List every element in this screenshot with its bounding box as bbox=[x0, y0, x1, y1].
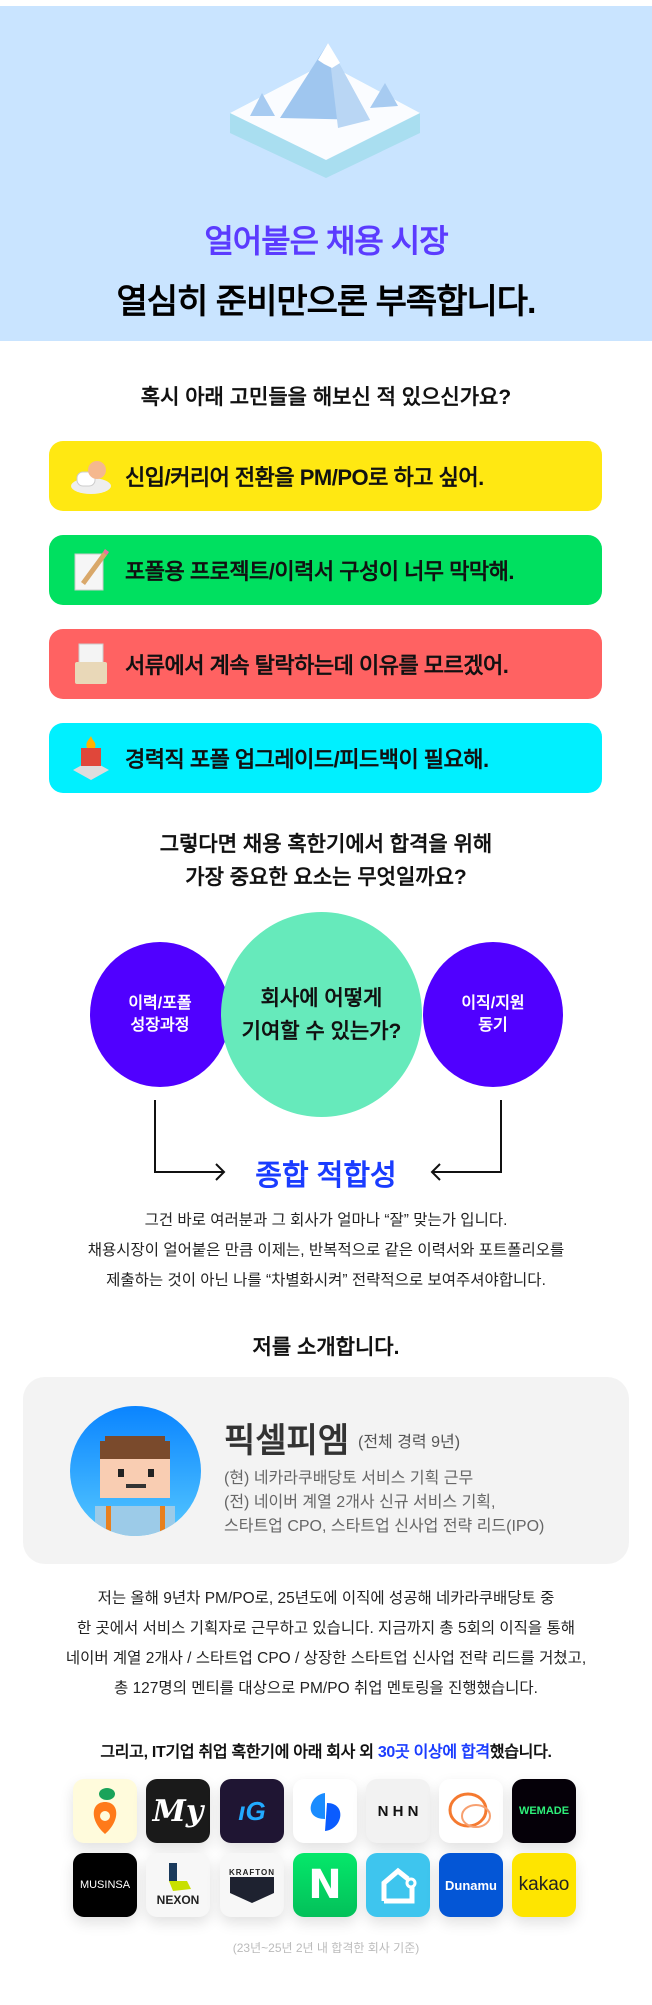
circle-label: 회사에 어떻게 bbox=[260, 986, 383, 1010]
nexon-text: NEXON bbox=[156, 1893, 200, 1907]
profile-line: 스타트업 CPO, 스타트업 신사업 전략 리드(IPO) bbox=[224, 1518, 545, 1535]
hero-main-title: 열심히 준비만으론 부족합니다. bbox=[116, 283, 537, 321]
companies-headline: 그리고, IT기업 취업 혹한기에 아래 회사 외 30곳 이상에 합격했습니다… bbox=[0, 1738, 652, 1762]
headline-text: 했습니다. bbox=[489, 1744, 552, 1761]
pixel-character-avatar bbox=[95, 1436, 175, 1536]
profile-career-years: (전체 경력 9년) bbox=[358, 1434, 461, 1451]
logo-krafton: KRAFTON bbox=[220, 1853, 284, 1917]
iceberg-mountain-illustration bbox=[230, 43, 420, 178]
fire-computer-icon bbox=[73, 736, 109, 780]
desc-line: 제출하는 것이 아닌 나를 “차별화시켜” 전략적으로 보여주셔야합니다. bbox=[106, 1272, 546, 1289]
document-folder-icon bbox=[75, 643, 107, 684]
headline-text: 그리고, IT기업 취업 혹한기에 아래 회사 외 bbox=[100, 1744, 378, 1761]
logo-orange-rings bbox=[439, 1779, 503, 1843]
worry-label: 서류에서 계속 탈락하는데 이유를 모르겠어. bbox=[125, 653, 509, 678]
right-arrow-icon bbox=[154, 1100, 226, 1181]
factors-question-line: 그렇다면 채용 혹한기에서 합격을 위해 bbox=[159, 833, 493, 856]
circle-label: 성장과정 bbox=[130, 1016, 190, 1034]
logo-kakao: kakao bbox=[512, 1853, 576, 1917]
krafton-text: KRAFTON bbox=[229, 1867, 275, 1877]
profile-line: (전) 네이버 계열 2개사 신규 서비스 기획, bbox=[224, 1494, 496, 1511]
logo-nexon: NEXON bbox=[146, 1853, 210, 1917]
factors-question-line: 가장 중요한 요소는 무엇일까요? bbox=[185, 866, 467, 889]
worry-label: 신입/커리어 전환을 PM/PO로 하고 싶어. bbox=[125, 465, 484, 490]
profile-name: 픽셀피엠 bbox=[224, 1422, 350, 1460]
logo-my: My bbox=[146, 1779, 210, 1843]
pencil-paper-icon bbox=[74, 549, 109, 591]
worries-question: 혹시 아래 고민들을 해보신 적 있으신가요? bbox=[140, 386, 512, 409]
worry-card: 신입/커리어 전환을 PM/PO로 하고 싶어. bbox=[49, 441, 602, 511]
profile-line: (현) 네카라쿠배당토 서비스 기획 근무 bbox=[224, 1470, 474, 1487]
logo-naver: N bbox=[293, 1853, 357, 1917]
arrows bbox=[154, 1100, 502, 1181]
logo-wemade: WEMADE bbox=[512, 1779, 576, 1843]
bio-line: 한 곳에서 서비스 기획자로 근무하고 있습니다. 지금까지 총 5회의 이직을… bbox=[76, 1620, 576, 1637]
circle-label: 동기 bbox=[478, 1016, 508, 1034]
bio: 저는 올해 9년차 PM/PO로, 25년도에 이직에 성공해 네카라쿠배당토 … bbox=[0, 1584, 652, 1704]
intro-title: 저를 소개합니다. bbox=[252, 1336, 400, 1359]
factors-description: 그건 바로 여러분과 그 회사가 얼마나 “잘” 맞는가 입니다. 채용시장이 … bbox=[0, 1206, 652, 1296]
worry-card: 경력직 포폴 업그레이드/피드백이 필요해. bbox=[49, 723, 602, 793]
overall-fit-label: 종합 적합성 bbox=[255, 1160, 397, 1192]
worry-card: 서류에서 계속 탈락하는데 이유를 모르겠어. bbox=[49, 629, 602, 699]
whistle-icon bbox=[71, 461, 111, 494]
left-arrow-icon bbox=[430, 1100, 502, 1181]
bio-line: 네이버 계열 2개사 / 스타트업 CPO / 상장한 스타트업 신사업 전략 … bbox=[65, 1650, 587, 1667]
logo-nhn: N H N bbox=[366, 1779, 430, 1843]
hero-accent-title: 얼어붙은 채용 시장 bbox=[204, 223, 448, 259]
bio-line: 총 127명의 멘티를 대상으로 PM/PO 취업 멘토링을 진행했습니다. bbox=[114, 1680, 538, 1697]
desc-line: 그건 바로 여러분과 그 회사가 얼마나 “잘” 맞는가 입니다. bbox=[144, 1212, 508, 1229]
factors-question: 그렇다면 채용 혹한기에서 합격을 위해 가장 중요한 요소는 무엇일까요? bbox=[0, 828, 652, 894]
avatar bbox=[70, 1406, 201, 1536]
desc-line: 채용시장이 얼어붙은 만큼 이제는, 반복적으로 같은 이력서와 포트폴리오를 bbox=[87, 1242, 565, 1259]
circle-label: 이직/지원 bbox=[461, 994, 525, 1012]
worry-label: 포폴용 프로젝트/이력서 구성이 너무 막막해. bbox=[125, 559, 515, 584]
companies-footnote: (23년~25년 2년 내 합격한 회사 기준) bbox=[232, 1941, 420, 1955]
logo-ncsoft: ıG bbox=[220, 1779, 284, 1843]
bio-line: 저는 올해 9년차 PM/PO로, 25년도에 이직에 성공해 네카라쿠배당토 … bbox=[97, 1590, 555, 1607]
logo-toss bbox=[293, 1779, 357, 1843]
logo-karrot bbox=[73, 1779, 137, 1843]
logo-zigbang bbox=[366, 1853, 430, 1917]
logo-dunamu: Dunamu bbox=[439, 1853, 503, 1917]
logo-musinsa: MUSINSA bbox=[73, 1853, 137, 1917]
circle-label: 기여할 수 있는가? bbox=[241, 1019, 402, 1043]
circle-label: 이력/포폴 bbox=[128, 994, 192, 1012]
headline-highlight: 30곳 이상에 합격 bbox=[377, 1744, 490, 1761]
worry-label: 경력직 포폴 업그레이드/피드백이 필요해. bbox=[125, 747, 489, 772]
worry-card: 포폴용 프로젝트/이력서 구성이 너무 막막해. bbox=[49, 535, 602, 605]
